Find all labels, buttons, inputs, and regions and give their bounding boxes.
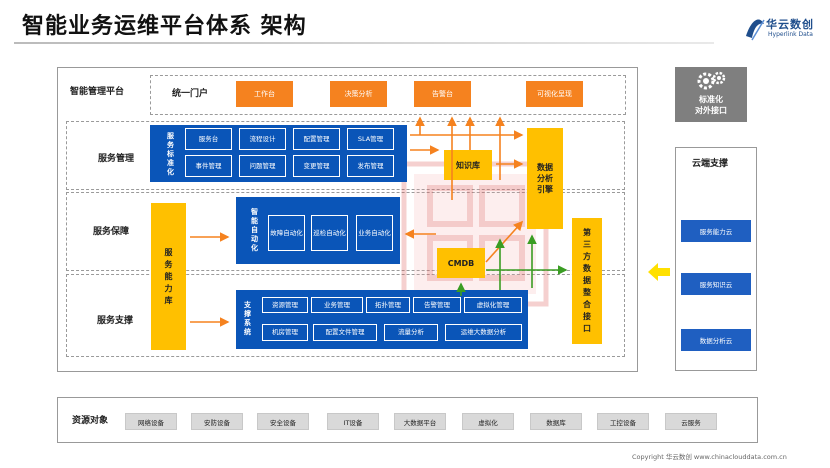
resource-database: 数据库 [530, 413, 582, 430]
resource-security-cam: 安防设备 [191, 413, 243, 430]
cell-business-automation: 业务自动化 [356, 215, 393, 251]
cell-problem-mgmt: 问题管理 [239, 155, 286, 177]
cell-alarm-mgmt: 告警管理 [413, 297, 461, 313]
cell-change-mgmt: 变更管理 [293, 155, 340, 177]
cloud-analysis: 数据分析云 [681, 329, 751, 351]
standard-api-line2: 对外接口 [695, 106, 727, 115]
gears-icon [697, 71, 726, 90]
portal-label: 统一门户 [172, 89, 209, 99]
service-standardization-label: 服务标准化 [167, 131, 174, 176]
service-support-label: 服务支撑 [97, 316, 134, 326]
yellow-left-arrow-icon [648, 263, 670, 281]
cmdb: CMDB [437, 248, 485, 278]
cell-process-design: 流程设计 [239, 128, 286, 150]
platform-label: 智能管理平台 [70, 87, 125, 97]
cell-virtualization-mgmt: 虚拟化管理 [464, 297, 522, 313]
cell-config-mgmt: 配置管理 [293, 128, 340, 150]
service-capability-library: 服务能力库 [151, 203, 186, 350]
resource-bigdata: 大数据平台 [394, 413, 446, 430]
portal-item-workbench: 工作台 [236, 81, 293, 107]
cell-traffic-analysis: 流量分析 [384, 324, 438, 341]
portal-item-alarm: 告警台 [414, 81, 471, 107]
green-arrows [456, 234, 568, 296]
cell-service-desk: 服务台 [185, 128, 232, 150]
resource-cloud: 云服务 [665, 413, 717, 430]
logo-subtitle: Hyperlink Data [768, 31, 813, 38]
resource-industrial: 工控设备 [597, 413, 649, 430]
cell-fault-automation: 故障自动化 [268, 215, 305, 251]
page-title: 智能业务运维平台体系 架构 [22, 14, 307, 39]
cell-topology-mgmt: 拓扑管理 [366, 297, 410, 313]
standard-api-line1: 标准化 [699, 95, 723, 104]
cell-config-file-mgmt: 配置文件管理 [313, 324, 377, 341]
resource-it: IT设备 [327, 413, 379, 430]
title-divider [14, 42, 714, 44]
cell-datacenter-mgmt: 机房管理 [262, 324, 308, 341]
cell-event-mgmt: 事件管理 [185, 155, 232, 177]
service-mgmt-label: 服务管理 [98, 154, 135, 164]
service-guarantee-row [66, 192, 625, 271]
resource-network: 网络设备 [125, 413, 177, 430]
cell-inspection-automation: 巡检自动化 [311, 215, 348, 251]
cloud-capability: 服务能力云 [681, 220, 751, 242]
support-system-label: 支撑系统 [244, 301, 251, 336]
third-party-interface: 第三方数据整合接口 [572, 218, 602, 344]
cell-resource-mgmt: 资源管理 [262, 297, 308, 313]
resource-security: 安全设备 [257, 413, 309, 430]
portal-box [150, 75, 626, 115]
orange-arrows [190, 116, 524, 327]
service-capability-library-label: 服务能力库 [164, 247, 173, 305]
logo-icon [746, 19, 765, 41]
cloud-support-label: 云端支撑 [692, 159, 729, 169]
cloud-knowledge: 服务知识云 [681, 273, 751, 295]
copyright-footer: Copyright 华云数创 www.chinaclouddata.com.cn [632, 453, 787, 461]
data-analysis-engine-label: 数据分析引擎 [537, 163, 553, 194]
service-guarantee-label: 服务保障 [93, 227, 130, 237]
data-analysis-engine: 数据分析引擎 [527, 128, 563, 229]
logo-name: 华云数创 [766, 18, 814, 31]
cell-business-mgmt: 业务管理 [311, 297, 363, 313]
standard-external-api: 标准化 对外接口 [675, 67, 747, 122]
portal-item-decision: 决策分析 [330, 81, 387, 107]
cell-sla-mgmt: SLA管理 [347, 128, 394, 150]
cell-release-mgmt: 发布管理 [347, 155, 394, 177]
portal-item-visual: 可视化呈现 [526, 81, 583, 107]
resources-label: 资源对象 [72, 416, 109, 426]
service-support-row [66, 274, 625, 357]
intelligent-automation-label: 智能自动化 [251, 207, 258, 252]
service-mgmt-row [66, 121, 625, 190]
cell-ops-bigdata: 运维大数据分析 [445, 324, 522, 341]
resource-virtualization: 虚拟化 [462, 413, 514, 430]
third-party-interface-label: 第三方数据整合接口 [583, 228, 591, 333]
